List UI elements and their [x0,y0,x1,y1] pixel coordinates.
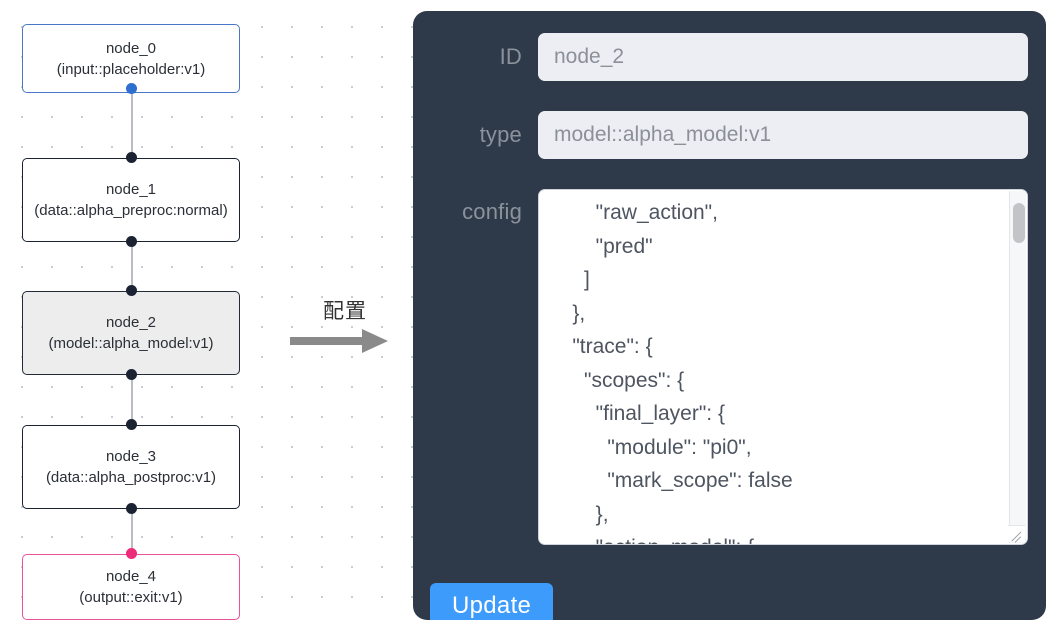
right-arrow-icon [290,329,388,353]
config-textarea-content[interactable]: "raw_action", "pred" ] }, "trace": { "sc… [572,201,793,544]
graph-node-node_2[interactable]: node_2 (model::alpha_model:v1) [22,291,240,375]
config-textarea[interactable]: "raw_action", "pred" ] }, "trace": { "sc… [538,189,1028,545]
edge-node2-node3 [131,372,133,448]
config-scrollbar[interactable] [1009,191,1026,543]
node-type-label: (data::alpha_postproc:v1) [45,469,217,486]
field-row-id: ID [423,33,1028,81]
node-handle-target-node_3[interactable] [126,419,137,430]
node-id-label: node_3 [105,448,157,465]
node-type-label: (output::exit:v1) [79,589,183,606]
id-input[interactable] [538,33,1028,81]
graph-node-node_3[interactable]: node_3 (data::alpha_postproc:v1) [22,425,240,509]
type-input[interactable] [538,111,1028,159]
node-id-label: node_4 [105,568,157,585]
id-field-label: ID [499,44,522,69]
node-handle-target-node_4[interactable] [126,548,137,559]
node-type-label: (input::placeholder:v1) [56,60,206,78]
node-type-label: (model::alpha_model:v1) [48,335,214,352]
config-field-label: config [462,199,522,224]
node-handle-source-node_0[interactable] [126,83,137,94]
node-handle-source-node_1[interactable] [126,236,137,247]
node-id-label: node_0 [105,39,157,57]
config-scrollbar-thumb[interactable] [1013,203,1025,243]
update-button[interactable]: Update [430,583,554,620]
node-handle-target-node_2[interactable] [126,285,137,296]
annotation-group: 配置 [290,298,400,354]
field-row-config: config "raw_action", "pred" ] }, "trace"… [423,189,1028,545]
field-row-type: type [423,111,1028,159]
node-id-label: node_1 [105,181,157,198]
node-handle-target-node_1[interactable] [126,152,137,163]
annotation-label: 配置 [323,299,367,323]
canvas-bottom-strip [0,626,1062,643]
edge-node3-node4 [131,506,133,582]
node-handle-source-node_2[interactable] [126,369,137,380]
node-config-panel: ID type config "raw_action", "pred" ] },… [413,11,1046,620]
node-id-label: node_2 [105,314,157,331]
graph-node-node_4[interactable]: node_4 (output::exit:v1) [22,554,240,620]
config-resize-handle[interactable] [1008,525,1025,542]
graph-node-node_1[interactable]: node_1 (data::alpha_preproc:normal) [22,158,240,242]
edge-node1-node2 [131,239,133,315]
config-textarea-wrapper: "raw_action", "pred" ] }, "trace": { "sc… [538,189,1028,545]
edge-node0-node1 [131,88,133,164]
node-handle-source-node_3[interactable] [126,503,137,514]
node-type-label: (data::alpha_preproc:normal) [34,202,228,219]
type-field-label: type [479,122,522,147]
